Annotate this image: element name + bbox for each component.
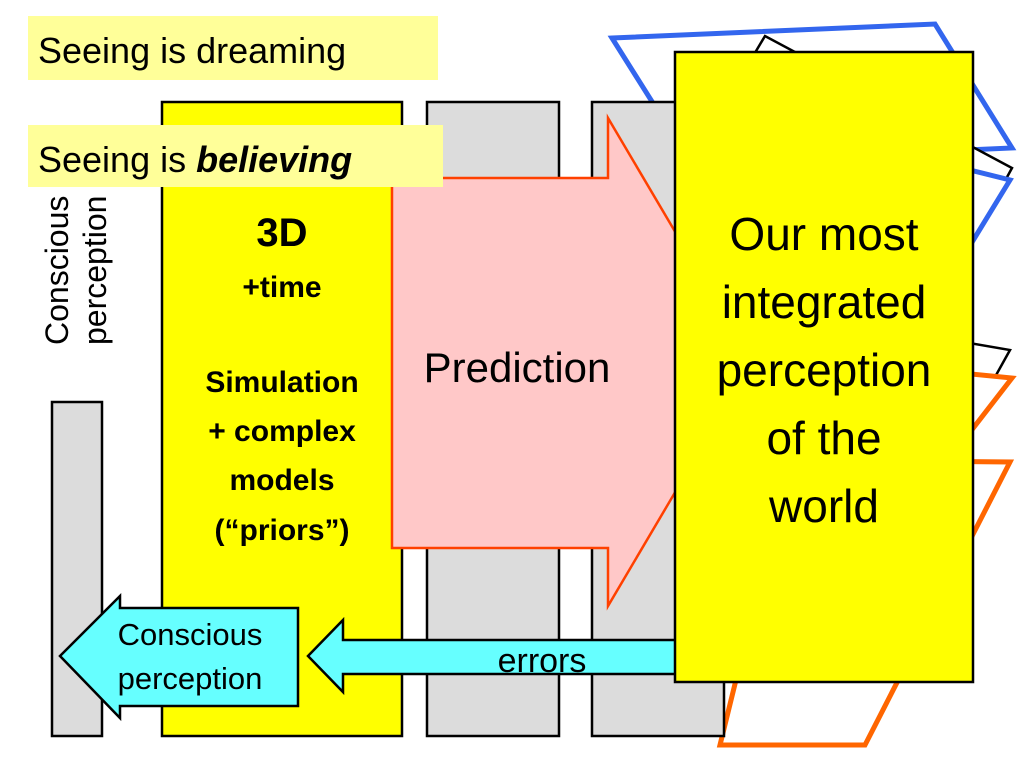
- world-line4: of the: [766, 412, 881, 464]
- world-line3: perception: [717, 344, 932, 396]
- yellow-simulation-text: Simulation: [205, 366, 358, 399]
- conscious-arrow-line1: Conscious: [118, 617, 263, 652]
- seeing-is-dreaming-label: Seeing is dreaming: [38, 30, 346, 71]
- conscious-perception-arrow: [58, 592, 300, 722]
- seeing-is-believing-label: Seeing is believing: [38, 139, 352, 180]
- conscious-arrow-line2: perception: [118, 661, 263, 696]
- seeing-is-believing-label-bg: [28, 125, 443, 187]
- yellow-time-text: +time: [242, 271, 321, 304]
- world-line1: Our most: [729, 208, 918, 260]
- seeing-is-believing-emphasis: believing: [196, 139, 352, 180]
- yellow-column-text: 3D +time Simulation + complex models (“p…: [205, 211, 358, 547]
- seeing-is-dreaming-label-bg: [28, 16, 438, 80]
- yellow-complex-text: + complex: [208, 415, 356, 448]
- prediction-label: Prediction: [424, 344, 611, 391]
- yellow-models-text: models: [229, 464, 334, 497]
- errors-label: errors: [498, 642, 587, 680]
- world-box-text: Our most integrated perception of the wo…: [717, 208, 932, 532]
- world-line2: integrated: [722, 276, 927, 328]
- yellow-priors-text: (“priors”): [215, 514, 350, 547]
- seeing-is-believing-prefix: Seeing is: [38, 139, 196, 180]
- yellow-3d-text: 3D: [256, 211, 307, 255]
- conscious-arrow-text: Conscious perception: [118, 617, 263, 696]
- world-perception-box: [673, 50, 975, 684]
- vertical-conscious-perception-label: Conscious perception: [39, 196, 113, 345]
- vertical-label-line2: perception: [77, 196, 113, 345]
- world-line5: world: [768, 480, 879, 532]
- vertical-label-line1: Conscious: [39, 196, 75, 345]
